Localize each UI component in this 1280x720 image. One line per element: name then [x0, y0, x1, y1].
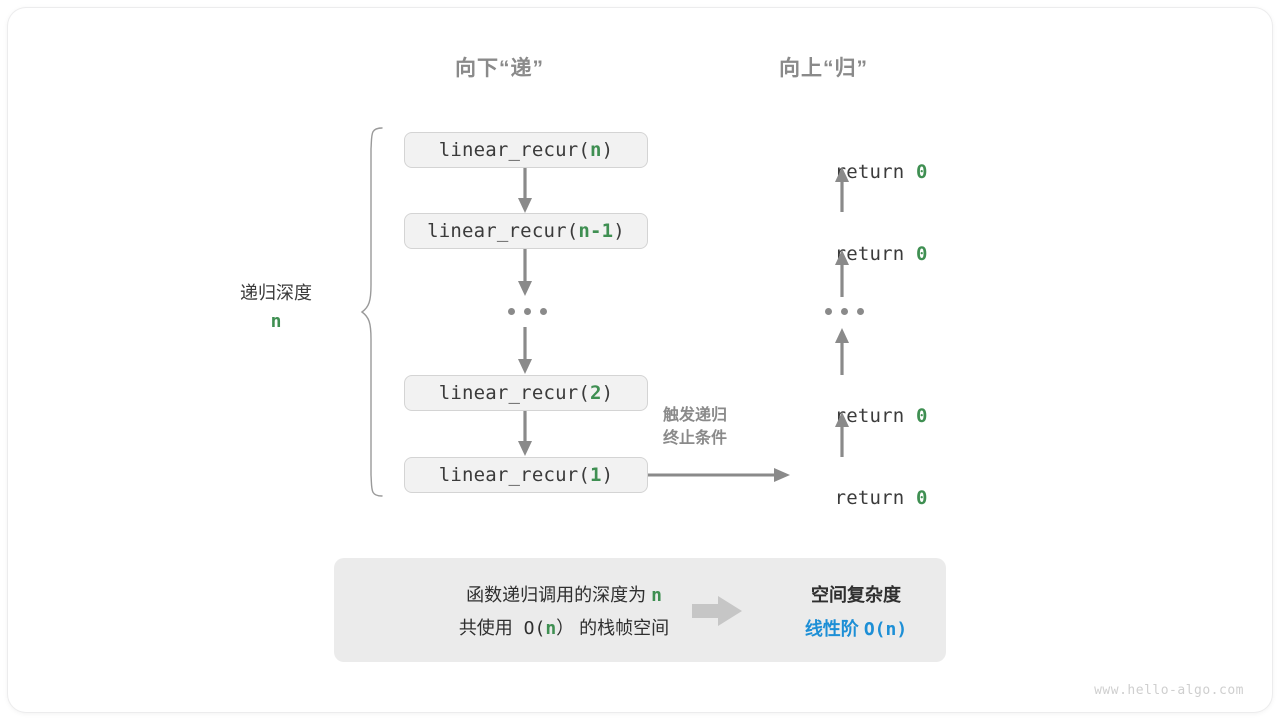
heading-return-up: 向上“归”	[779, 57, 868, 80]
return-1: return 0	[788, 221, 928, 287]
trigger-termination-note: 触发递归 终止条件	[663, 404, 727, 450]
return-2-value: 0	[916, 405, 928, 427]
call-box-0-suffix: )	[601, 139, 614, 161]
ellipsis-dot	[524, 308, 531, 315]
call-box-1-arg: n-1	[578, 220, 614, 242]
down-arrow-1	[518, 249, 532, 296]
summary-line-1-var: n	[651, 585, 662, 606]
call-box-1[interactable]: linear_recur(n-1)	[404, 213, 648, 249]
recursion-depth-label: 递归深度 n	[206, 280, 346, 336]
summary-result: 空间复杂度 线性阶 O(n)	[786, 578, 926, 647]
complexity-summary-panel: 函数递归调用的深度为 n 共使用 O(n） 的栈帧空间 空间复杂度 线性阶 O(…	[334, 558, 946, 662]
down-arrow-0	[518, 168, 532, 213]
heading-recurse-down: 向下“递”	[455, 57, 544, 80]
call-box-0-arg: n	[590, 139, 602, 161]
ellipsis-dot	[841, 308, 848, 315]
summary-line-2-prefix: 共使用 O(	[458, 618, 546, 640]
down-arrow-2	[518, 327, 532, 374]
recursion-depth-text: 递归深度	[240, 283, 312, 303]
summary-line-2-var: n	[545, 618, 557, 640]
up-arrow-2	[835, 328, 849, 375]
summary-result-value-mono: O(n)	[863, 619, 908, 641]
ellipsis-dot	[857, 308, 864, 315]
return-3-value: 0	[916, 487, 928, 509]
call-box-1-suffix: )	[613, 220, 625, 242]
call-box-2-arg: 2	[590, 382, 602, 404]
ellipsis-dot	[825, 308, 832, 315]
summary-line-1: 函数递归调用的深度为 n	[362, 579, 766, 612]
trigger-note-line1: 触发递归	[663, 407, 728, 424]
call-box-3-suffix: )	[601, 464, 614, 486]
ellipsis-dot	[508, 308, 515, 315]
call-box-3-arg: 1	[590, 464, 602, 486]
return-2: return 0	[788, 383, 928, 449]
recursion-depth-brace	[360, 127, 383, 497]
call-stack-ellipsis	[508, 308, 547, 315]
call-box-0-prefix: linear_recur(	[438, 139, 591, 161]
up-arrow-0	[835, 167, 849, 212]
return-1-keyword: return	[834, 243, 917, 265]
return-0-value: 0	[916, 161, 928, 183]
base-case-arrow	[648, 468, 790, 482]
summary-result-value: 线性阶 O(n)	[786, 612, 926, 647]
summary-description: 函数递归调用的深度为 n 共使用 O(n） 的栈帧空间	[362, 579, 766, 646]
implies-arrow-icon	[692, 596, 742, 626]
recursion-depth-value: n	[270, 310, 282, 332]
return-ellipsis	[825, 308, 864, 315]
summary-result-value-text: 线性阶	[804, 619, 864, 640]
call-box-2-suffix: )	[601, 382, 614, 404]
return-2-keyword: return	[834, 405, 917, 427]
down-arrow-3	[518, 411, 532, 456]
return-3: return 0	[788, 465, 928, 531]
trigger-note-line2: 终止条件	[663, 430, 728, 448]
summary-line-2: 共使用 O(n） 的栈帧空间	[362, 612, 766, 645]
call-box-1-prefix: linear_recur(	[427, 220, 579, 242]
summary-line-1-text: 函数递归调用的深度为	[466, 585, 652, 605]
watermark: www.hello-algo.com	[1094, 683, 1244, 698]
return-0-keyword: return	[834, 161, 917, 183]
call-box-2[interactable]: linear_recur(2)	[404, 375, 648, 411]
summary-result-title: 空间复杂度	[811, 585, 901, 605]
return-0: return 0	[788, 139, 928, 205]
return-1-value: 0	[916, 243, 928, 265]
summary-line-2-suffix: ） 的栈帧空间	[556, 618, 670, 639]
ellipsis-dot	[540, 308, 547, 315]
call-box-3-prefix: linear_recur(	[438, 464, 591, 486]
call-box-0[interactable]: linear_recur(n)	[404, 132, 648, 168]
return-3-keyword: return	[834, 487, 917, 509]
call-box-3[interactable]: linear_recur(1)	[404, 457, 648, 493]
up-arrow-1	[835, 250, 849, 297]
call-box-2-prefix: linear_recur(	[438, 382, 591, 404]
up-arrow-3	[835, 412, 849, 457]
